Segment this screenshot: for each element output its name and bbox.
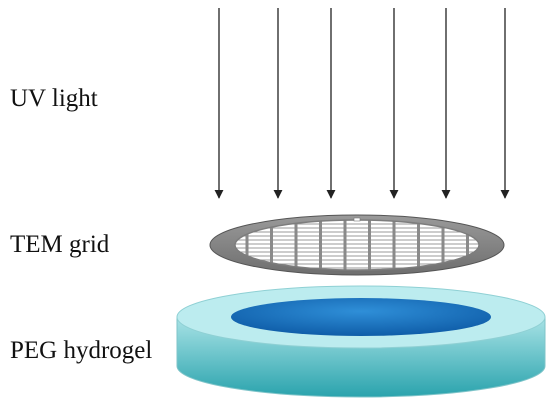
uv-rays (214, 8, 510, 199)
grid-bar (417, 220, 420, 270)
peg-hydrogel-disc (176, 285, 546, 398)
hydrogel-center (231, 298, 491, 336)
grid-bar (368, 220, 371, 270)
grid-bar (466, 220, 469, 270)
tem-grid-label: TEM grid (10, 231, 110, 258)
grid-bar (392, 220, 396, 270)
grid-bar (245, 220, 249, 270)
grid-bar (319, 220, 322, 270)
grid-bar (441, 220, 445, 270)
peg-hydrogel-label: PEG hydrogel (10, 337, 153, 364)
tem-grid (209, 214, 505, 276)
grid-bar (270, 220, 273, 270)
grid-bar (343, 220, 347, 270)
grid-bar (294, 220, 298, 270)
uv-light-label: UV light (10, 85, 98, 112)
